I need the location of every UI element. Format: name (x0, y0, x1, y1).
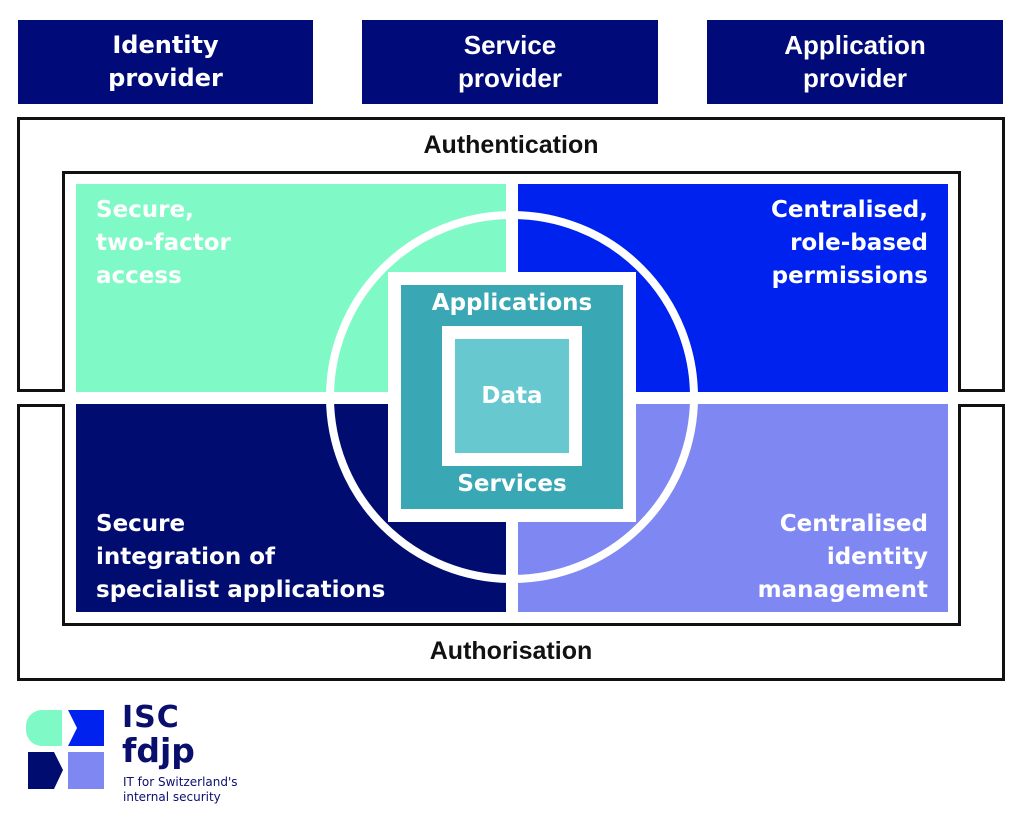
logo-tagline-2: internal security (123, 790, 221, 804)
authorisation-frame (17, 404, 1005, 681)
center-ring (326, 211, 698, 583)
quadrant-br-line2: identity (826, 544, 928, 570)
logo-tagline-1: IT for Switzerland's (123, 775, 238, 789)
services-label: Services (457, 471, 567, 497)
authentication-frame (17, 117, 1005, 392)
quadrant-br-line3: management (757, 577, 928, 603)
authorisation-frame-top-left (17, 404, 65, 407)
logo-periwinkle-shape (68, 752, 104, 789)
quadrant-tl-line1: Secure, (96, 197, 194, 223)
authorisation-frame-top-right (958, 404, 1005, 407)
logo-blue-shape (68, 710, 104, 746)
logo-mint-shape (26, 710, 62, 746)
quadrant-bl-line2: integration of (96, 544, 276, 570)
quadrant-tr-line3: permissions (771, 263, 928, 289)
data-box: Data (455, 339, 569, 453)
identity-provider-box: Identity provider (18, 20, 313, 104)
application-provider-line1: Application (784, 30, 926, 60)
quadrant-tl-line2: two-factor (96, 230, 231, 256)
service-provider-line2: provider (457, 63, 563, 93)
application-provider-box: Application provider (707, 20, 1003, 104)
quadrant-br-line1: Centralised (779, 511, 928, 537)
logo-navy-shape (28, 752, 63, 789)
data-label: Data (481, 383, 543, 409)
authentication-frame-bottom-left (17, 389, 65, 392)
service-provider-box: Service provider (362, 20, 658, 104)
quadrant-bl-line3: specialist applications (96, 577, 386, 603)
isc-fdjp-logo-icon (26, 710, 106, 790)
applications-label: Applications (431, 290, 593, 316)
authorisation-label: Authorisation (429, 637, 593, 665)
logo-fdjp: fdjp (122, 731, 195, 770)
authentication-label: Authentication (423, 131, 599, 159)
identity-provider-line1: Identity (112, 31, 219, 59)
logo-isc: ISC (122, 700, 180, 735)
application-provider-line2: provider (802, 63, 908, 93)
quadrant-tr-line2: role-based (790, 230, 928, 256)
quadrant-tr-line1: Centralised, (771, 197, 928, 223)
authentication-frame-bottom-right (958, 389, 1005, 392)
service-provider-line1: Service (463, 30, 557, 60)
quadrant-bl-line1: Secure (96, 511, 186, 537)
identity-provider-line2: provider (108, 64, 223, 92)
quadrant-tl-line3: access (96, 263, 182, 289)
